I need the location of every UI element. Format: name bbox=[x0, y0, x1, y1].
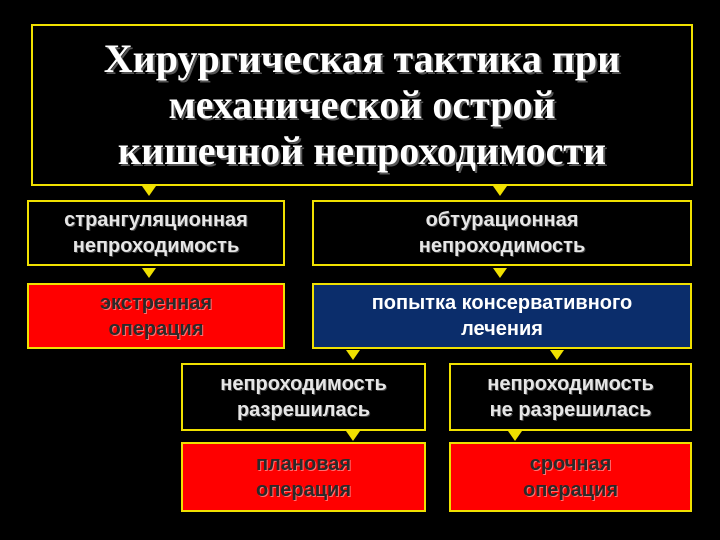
title-line-3: кишечной непроходимости bbox=[117, 128, 607, 173]
arrow-obturation-to-conservative bbox=[493, 268, 507, 278]
node-not-resolved-line-2: не разрешилась bbox=[489, 399, 652, 421]
node-not-resolved: непроходимость не разрешилась bbox=[449, 363, 692, 431]
node-emergency-surgery: экстренная операция bbox=[27, 283, 285, 349]
node-resolved-line-1: непроходимость bbox=[220, 373, 387, 395]
node-obturation-line-1: обтурационная bbox=[425, 209, 579, 231]
title-line-1: Хирургическая тактика при bbox=[103, 36, 621, 81]
node-urgent-surgery-line-1: срочная bbox=[529, 453, 612, 475]
node-planned-surgery-line-1: плановая bbox=[255, 453, 352, 475]
diagram-title: Хирургическая тактика при механической о… bbox=[31, 24, 693, 186]
node-urgent-surgery: срочная операция bbox=[449, 442, 692, 512]
node-strangulation-line-1: странгуляционная bbox=[64, 209, 248, 231]
arrow-resolved-to-planned bbox=[346, 431, 360, 441]
node-planned-surgery: плановая операция bbox=[181, 442, 426, 512]
node-not-resolved-line-1: непроходимость bbox=[487, 373, 654, 395]
arrow-strangulation-to-emergency bbox=[142, 268, 156, 278]
node-resolved-line-2: разрешилась bbox=[236, 399, 371, 421]
node-conservative-attempt-line-2: лечения bbox=[461, 318, 543, 340]
node-conservative-attempt: попытка консервативного лечения bbox=[312, 283, 692, 349]
node-strangulation: странгуляционная непроходимость bbox=[27, 200, 285, 266]
title-line-2: механической острой bbox=[168, 82, 556, 127]
node-urgent-surgery-line-2: операция bbox=[522, 479, 619, 501]
node-emergency-surgery-line-1: экстренная bbox=[99, 292, 212, 314]
node-strangulation-line-2: непроходимость bbox=[72, 235, 240, 257]
arrow-conservative-to-not-resolved bbox=[550, 350, 564, 360]
node-emergency-surgery-line-2: операция bbox=[108, 318, 204, 340]
arrow-not-resolved-to-urgent bbox=[508, 431, 522, 441]
arrow-title-to-strangulation bbox=[142, 186, 156, 196]
node-resolved: непроходимость разрешилась bbox=[181, 363, 426, 431]
node-obturation-line-2: непроходимость bbox=[418, 235, 586, 257]
arrow-title-to-obturation bbox=[493, 186, 507, 196]
node-conservative-attempt-line-1: попытка консервативного bbox=[371, 292, 633, 314]
node-obturation: обтурационная непроходимость bbox=[312, 200, 692, 266]
arrow-conservative-to-resolved bbox=[346, 350, 360, 360]
node-planned-surgery-line-2: операция bbox=[255, 479, 352, 501]
